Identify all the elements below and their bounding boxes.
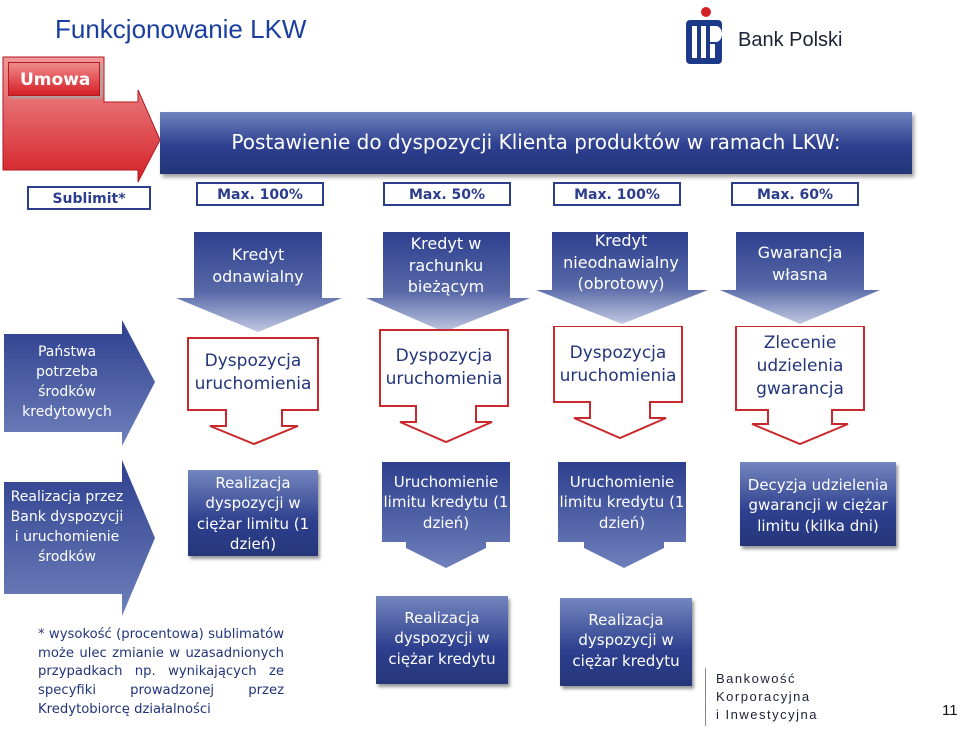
sublimit-label: Sublimit* — [27, 186, 151, 210]
page-number: 11 — [942, 702, 958, 719]
product-arrow-4 — [720, 232, 880, 324]
footer-line-3: i Inwestycyjna — [716, 707, 818, 723]
side-arrow-2 — [4, 460, 155, 616]
execution-arrow-2 — [382, 462, 510, 568]
footer-line-1: Bankowość — [716, 671, 796, 686]
final-step-2: Realizacja dyspozycji w ciężar kredytu — [560, 598, 692, 686]
execution-arrows — [382, 462, 686, 568]
pko-logo-icon — [686, 7, 722, 64]
product-arrow-3 — [536, 232, 708, 324]
footer-divider — [705, 668, 706, 726]
product-2: Kredyt w rachunku bieżącym — [407, 234, 485, 297]
side-step-1: Państwa potrzeba środków kredytowych — [22, 344, 112, 420]
footer-brand: Bankowość Korporacyjna i Inwestycyjna — [716, 670, 818, 725]
disposition-shapes — [187, 326, 865, 446]
max-label-3: Max. 100% — [553, 182, 681, 206]
disposition-shape-4 — [735, 326, 865, 446]
disposition-shape-2 — [379, 329, 509, 444]
bank-name: Bank Polski — [738, 29, 843, 51]
disposition-shape-1 — [187, 337, 319, 446]
execution-4: Decyzja udzielenia gwarancji w ciężar li… — [740, 462, 896, 546]
disposition-4: Zlecenie udzielenia gwarancja — [756, 333, 844, 399]
product-arrows — [176, 232, 880, 332]
execution-3: Uruchomienie limitu kredytu (1 dzień) — [559, 473, 685, 532]
products-banner: Postawienie do dyspozycji Klienta produk… — [160, 112, 912, 174]
side-step-2: Realizacja przez Bank dyspozycji i uruch… — [10, 489, 124, 565]
disposition-shape-3 — [553, 326, 683, 440]
footnote: * wysokość (procentowa) sublimatów może … — [38, 627, 284, 717]
execution-1: Realizacja dyspozycji w ciężar limitu (1… — [188, 470, 318, 556]
side-arrow-1 — [4, 320, 155, 446]
disposition-2: Dyspozycja uruchomienia — [385, 346, 503, 389]
execution-arrow-3 — [558, 462, 686, 568]
max-label-2: Max. 50% — [383, 182, 511, 206]
max-label-4: Max. 60% — [731, 182, 859, 206]
product-arrow-2 — [366, 232, 530, 332]
disposition-3: Dyspozycja uruchomienia — [559, 343, 677, 386]
final-step-1: Realizacja dyspozycji w ciężar kredytu — [376, 596, 508, 684]
disposition-1: Dyspozycja uruchomienia — [194, 351, 312, 394]
umowa-label: Umowa — [8, 62, 100, 96]
execution-2: Uruchomienie limitu kredytu (1 dzień) — [383, 473, 509, 532]
product-1: Kredyt odnawialny — [212, 245, 304, 286]
product-3: Kredyt nieodnawialny (obrotowy) — [563, 231, 679, 294]
product-4: Gwarancja własna — [757, 243, 843, 284]
side-arrows — [4, 320, 155, 616]
footer-line-2: Korporacyjna — [716, 689, 811, 705]
page-title: Funkcjonowanie LKW — [55, 14, 307, 44]
product-arrow-1 — [176, 232, 342, 332]
max-label-1: Max. 100% — [196, 182, 324, 206]
